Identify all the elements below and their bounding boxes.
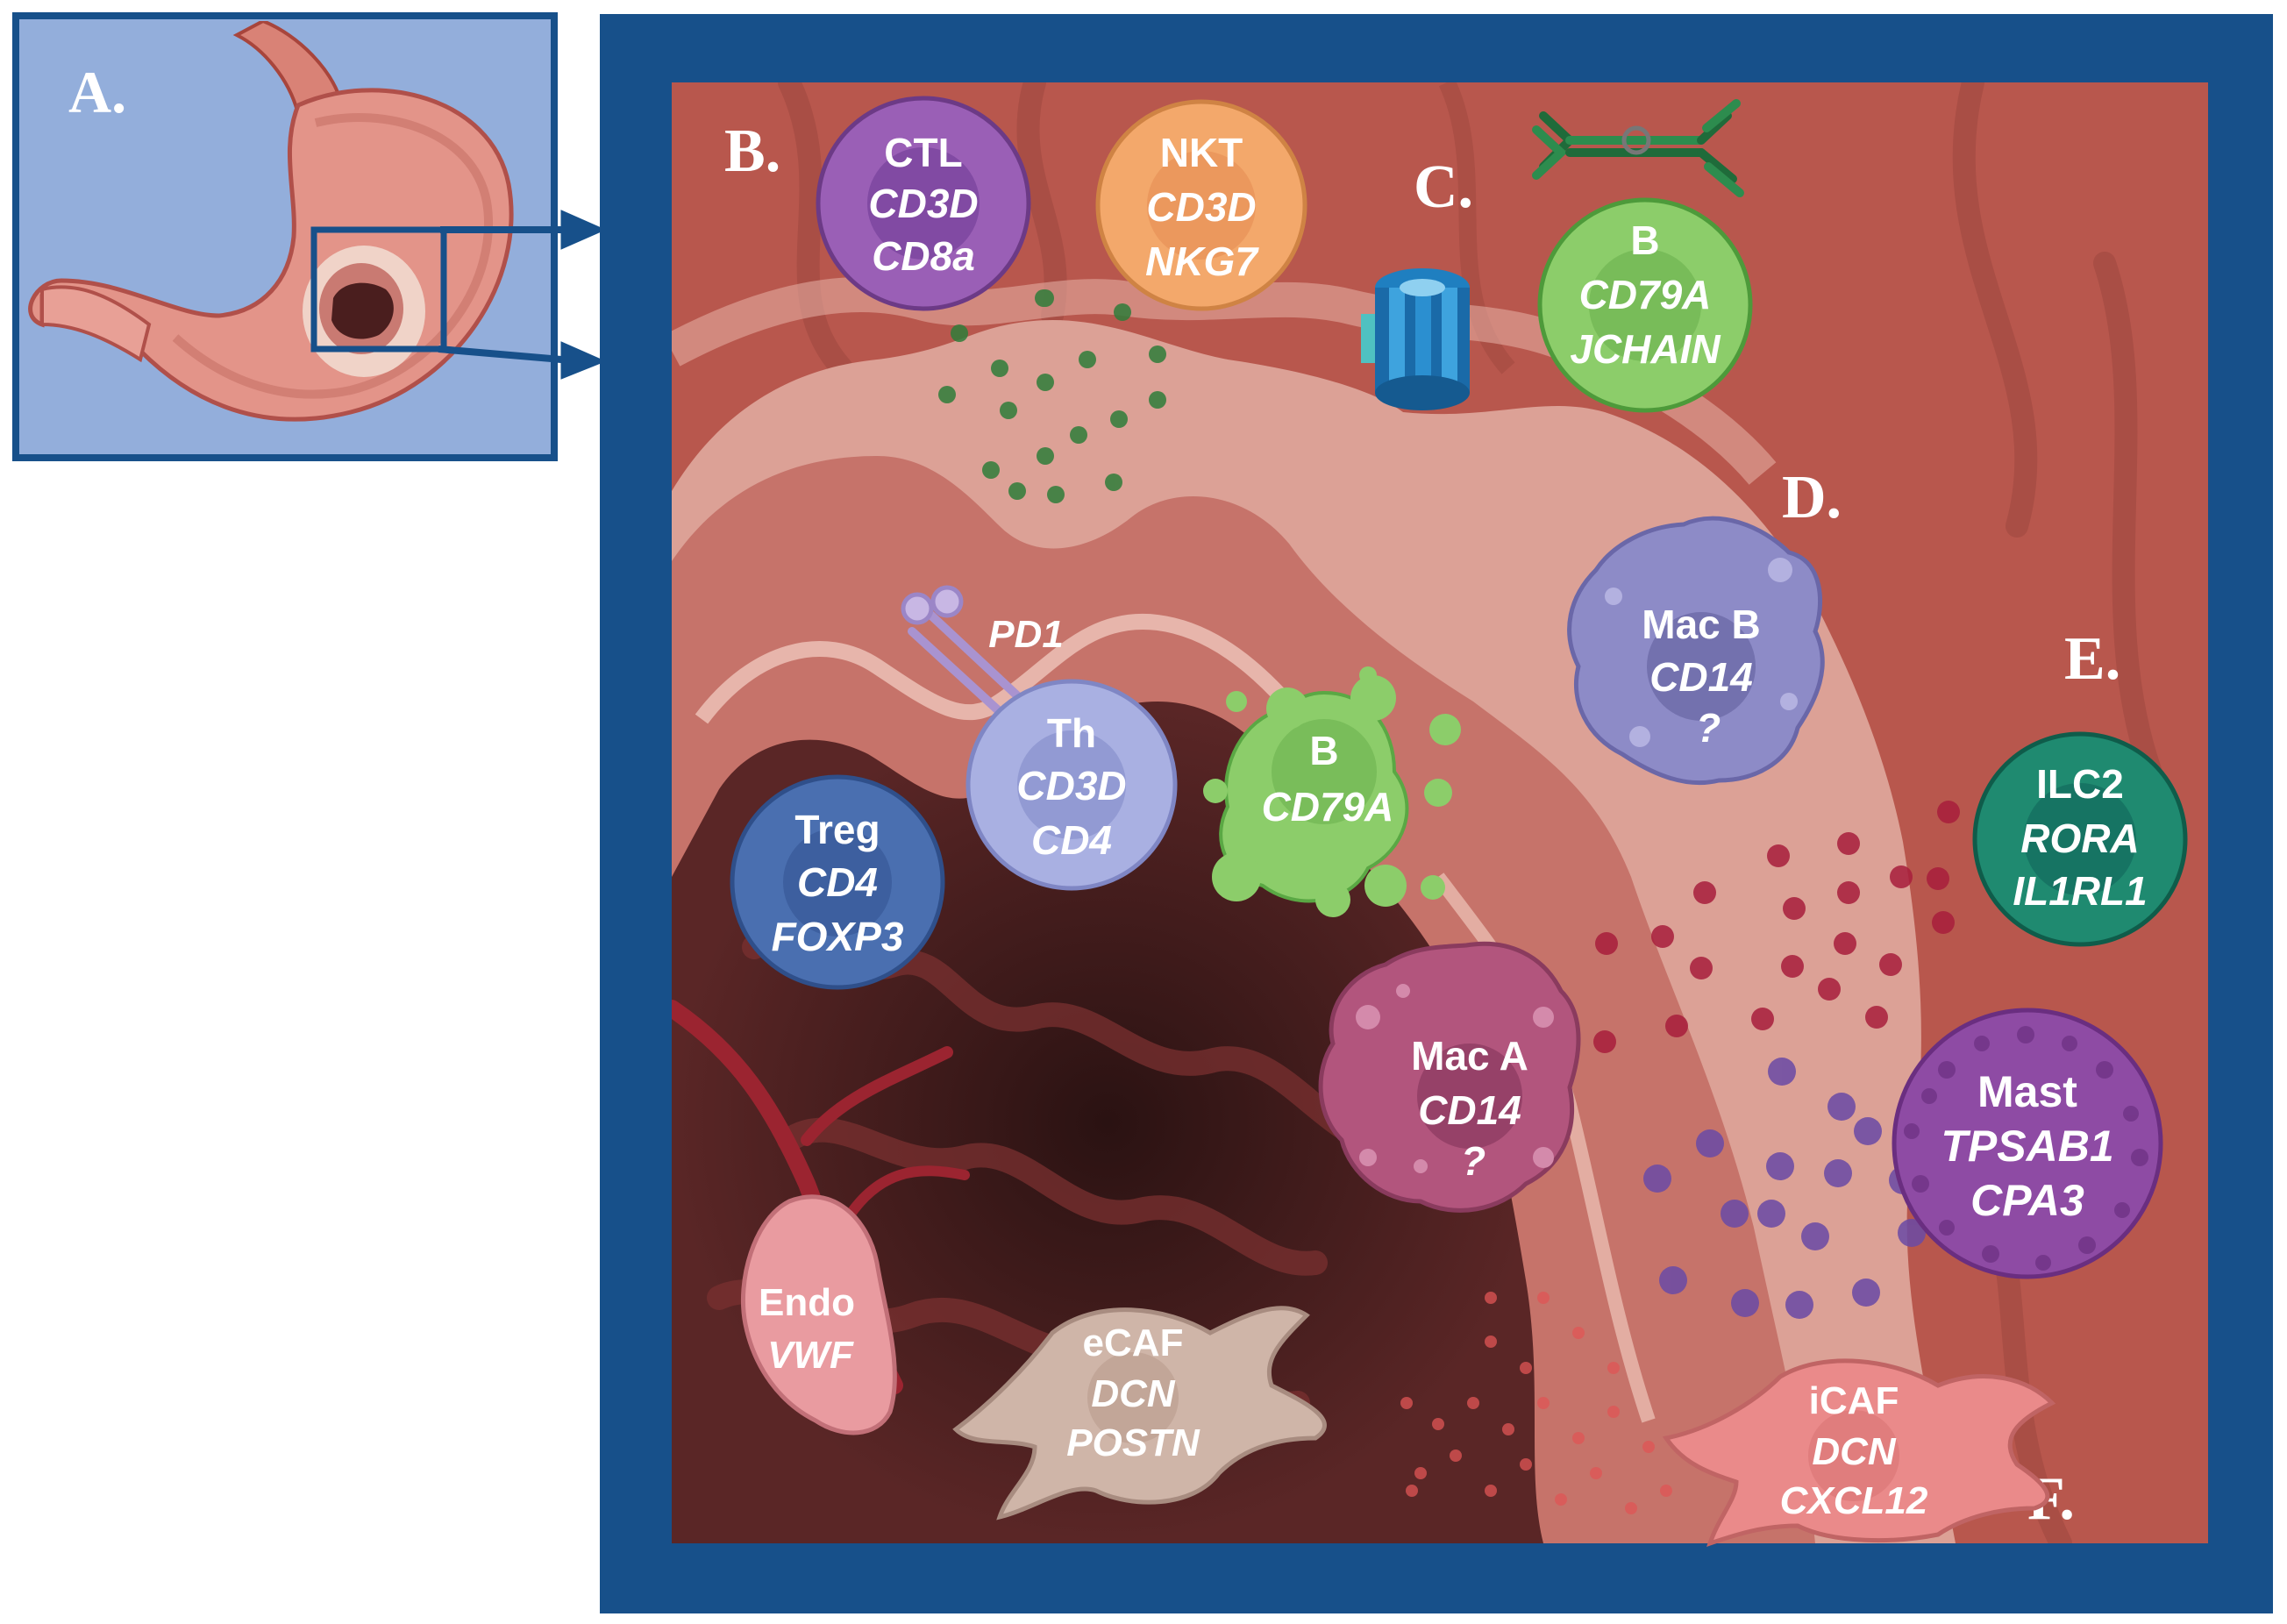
cell-mac-b: Mac B CD14 ? [1567,516,1825,786]
cell-name: Th [1047,710,1096,756]
cell-marker: CD14 [1649,654,1753,700]
cell-name: B [1630,217,1659,263]
cell-marker: CD14 [1418,1087,1521,1133]
cell-name: Endo [759,1281,855,1324]
tissue-background [672,82,2208,1543]
cell-marker: CD3D [868,181,978,226]
cell-name: ILC2 [2036,761,2124,807]
panel-label-c: C. [1414,153,1473,221]
panel-label-a: A. [68,59,126,125]
panel-label-e: E. [2064,625,2120,693]
cell-name: B [1309,728,1338,773]
cell-marker: POSTN [1066,1421,1200,1464]
cell-name: Mac B [1642,602,1760,647]
cell-marker: TPSAB1 [1941,1122,2113,1171]
cell-marker: JCHAIN [1570,326,1721,372]
cell-name: CTL [884,130,962,175]
arrow-right-icon [560,210,607,250]
panel-label-d: D. [1782,464,1842,531]
cell-marker: ? [1461,1138,1485,1184]
cell-name: Mac A [1411,1033,1528,1079]
cell-marker: CD4 [797,859,878,905]
cell-th: Th CD3D CD4 [965,679,1178,891]
cell-name: Treg [794,807,880,852]
cell-marker: ? [1696,705,1721,751]
cell-marker: CD79A [1579,272,1712,317]
cell-marker: CPA3 [1970,1176,2084,1225]
ion-channel-icon [1361,268,1470,410]
icaf-cytokines [1400,1292,1672,1514]
cell-marker: FOXP3 [772,914,904,959]
cell-b-activated: B CD79A [1203,666,1461,917]
cell-marker: IL1RL1 [2013,868,2147,914]
cell-ecaf: eCAF DCN POSTN [952,1306,1327,1521]
cell-nkt: NKT CD3D NKG7 [1095,99,1307,311]
cell-icaf: iCAF DCN CXCL12 [1662,1358,2056,1547]
zoom-region [310,226,447,353]
cell-endo: Endo VWF [740,1194,897,1435]
cell-b-plasma: B CD79A JCHAIN [1537,197,1753,413]
cell-marker: CD3D [1146,184,1256,230]
cell-name: Mast [1977,1067,2077,1116]
cell-marker: DCN [1812,1430,1897,1473]
cell-ilc2: ILC2 RORA IL1RL1 [1972,731,2188,947]
cytotoxic-granules [938,289,1166,503]
cell-marker: VWF [767,1334,854,1377]
cell-marker: CD3D [1016,763,1126,808]
cell-name: iCAF [1809,1379,1899,1422]
cell-marker: CXCL12 [1780,1479,1928,1522]
mast-granules-red [1593,801,1960,1053]
pd1-label: PD1 [988,613,1064,656]
cell-marker: CD4 [1031,817,1112,863]
cell-mast: Mast TPSAB1 CPA3 [1892,1008,2163,1279]
cell-marker: CD79A [1262,784,1394,830]
arrow-right-icon [560,341,607,380]
antibody-icon [1532,99,1744,197]
cell-marker: DCN [1091,1372,1176,1415]
stomach-inset: A. [12,12,558,461]
panel-label-b: B. [724,118,780,185]
cell-marker: NKG7 [1145,239,1259,284]
zoom-arrows [438,210,607,380]
cell-name: eCAF [1083,1321,1184,1364]
cell-mac-a: Mac A CD14 ? [1318,941,1581,1213]
cell-treg: Treg CD4 FOXP3 [730,774,945,990]
cell-marker: RORA [2020,816,2139,861]
cell-ctl: CTL CD3D CD8a [816,96,1031,311]
cell-marker: CD8a [872,233,975,279]
cell-name: NKT [1160,130,1243,175]
